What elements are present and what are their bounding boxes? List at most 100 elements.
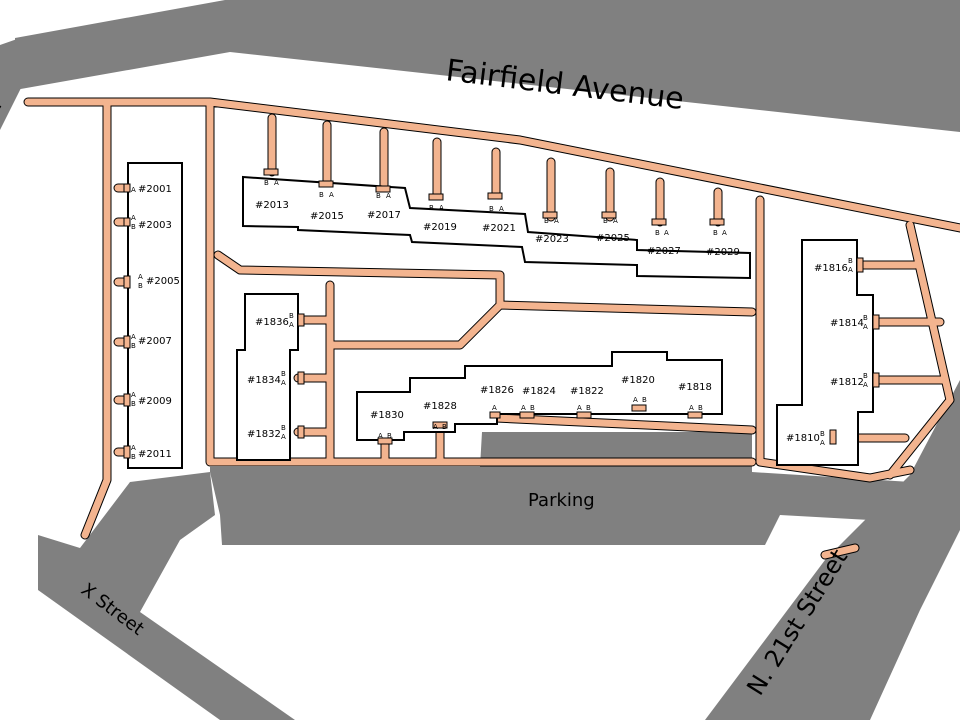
door-a-label: A [439,204,444,212]
unit-label: #1814 [830,318,864,329]
door-a-label: A [492,404,497,412]
door-b-label: B [131,400,136,408]
door-a-label: A [521,404,526,412]
door-b-label: B [489,205,494,213]
building-1832-1836 [236,293,299,461]
door-b-label: B [376,192,381,200]
door-b-label: B [863,372,868,380]
door-b-label: B [642,396,647,404]
door-b-label: B [281,424,286,432]
unit-label: #1834 [247,375,281,386]
door-a-label: A [281,379,286,387]
door-a-label: A [274,179,279,187]
door-b-label: B [289,312,294,320]
door-a-label: A [378,432,383,440]
left-street-road [0,38,30,130]
unit-label: #1816 [814,263,848,274]
entries [123,168,880,459]
unit-label: #2003 [138,220,172,231]
unit-labels: #2001 #2003 #2005 #2007 #2009 #2011 #201… [138,184,864,460]
unit-label: #1812 [830,377,864,388]
building-1810-1816 [776,239,874,466]
buildings [127,162,874,469]
door-b-label: B [442,423,447,431]
unit-label: #2023 [535,234,569,245]
door-a-label: A [613,217,618,225]
door-a-label: A [131,333,136,341]
unit-label: #2001 [138,184,172,195]
fairfield-avenue-road [15,0,960,132]
door-a-label: A [863,381,868,389]
door-a-label: A [820,439,825,447]
door-b-label: B [131,453,136,461]
building-2013-2029 [242,175,751,280]
x-street-road [38,472,295,720]
unit-label: #2019 [423,222,457,233]
door-b-label: B [848,257,853,265]
unit-label: #2013 [255,200,289,211]
door-a-label: A [289,321,294,329]
door-b-label: B [530,404,535,412]
unit-label: #2015 [310,211,344,222]
unit-label: #1820 [621,375,655,386]
door-b-label: B [387,432,392,440]
door-a-label: A [554,217,559,225]
door-a-label: A [329,191,334,199]
unit-label: #2017 [367,210,401,221]
unit-label: #2005 [146,276,180,287]
door-b-label: B [655,229,660,237]
door-b-label: B [138,282,143,290]
unit-label: #2009 [138,396,172,407]
door-a-label: A [433,423,438,431]
door-a-label: A [848,266,853,274]
unit-label: #2025 [596,233,630,244]
door-a-label: A [689,404,694,412]
unit-label: #2007 [138,336,172,347]
door-markers: A A B A B A B A B A B B A B A B A B A B … [131,179,868,461]
unit-label: #1828 [423,401,457,412]
unit-label: #2021 [482,223,516,234]
door-a-label: A [281,433,286,441]
unit-label: #2027 [647,246,681,257]
door-b-label: B [586,404,591,412]
door-a-label: A [386,192,391,200]
door-b-label: B [131,342,136,350]
unit-label: #1826 [480,385,514,396]
door-a-label: A [131,186,136,194]
door-a-label: A [722,229,727,237]
parking-lot [210,432,960,545]
door-a-label: A [131,214,136,222]
door-b-label: B [603,217,608,225]
unit-label: #2029 [706,247,740,258]
door-a-label: A [499,205,504,213]
door-a-label: A [664,229,669,237]
n21st-street-road [705,380,960,720]
parking-label: Parking [528,490,595,511]
door-b-label: B [131,223,136,231]
door-b-label: B [820,430,825,438]
unit-label: #1836 [255,317,289,328]
door-a-label: A [131,444,136,452]
unit-label: #1810 [786,433,820,444]
door-a-label: A [863,323,868,331]
door-a-label: A [138,273,143,281]
door-a-label: A [633,396,638,404]
door-b-label: B [264,179,269,187]
door-b-label: B [863,314,868,322]
door-b-label: B [429,204,434,212]
unit-label: #1832 [247,429,281,440]
door-b-label: B [319,191,324,199]
building-1818-1830 [356,351,723,441]
door-b-label: B [281,370,286,378]
unit-label: #1830 [370,410,404,421]
building-2001-2011 [127,162,183,469]
door-b-label: B [698,404,703,412]
unit-label: #1822 [570,386,604,397]
door-a-label: A [577,404,582,412]
door-b-label: B [544,217,549,225]
door-b-label: B [713,229,718,237]
unit-label: #1824 [522,386,556,397]
door-a-label: A [131,391,136,399]
